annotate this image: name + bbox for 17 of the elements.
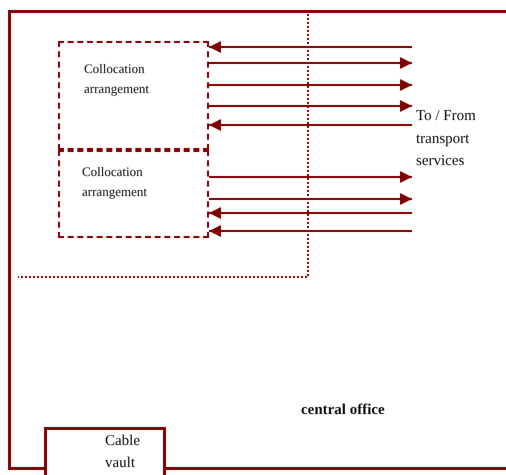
arrow [209, 119, 412, 131]
vault-box [44, 427, 166, 475]
label-text: To / From transport services [416, 107, 477, 171]
arrow [209, 207, 412, 219]
label-text: central office [301, 401, 385, 420]
arrow [209, 57, 412, 69]
arrow [209, 100, 412, 112]
arrow [209, 225, 412, 237]
collocation-box [58, 41, 209, 150]
arrow [209, 171, 412, 183]
arrow [209, 41, 412, 53]
label-text: Collocation arrangement [84, 60, 150, 98]
label-text: Collocation arrangement [82, 163, 148, 201]
arrow [209, 193, 412, 205]
collocation-box [58, 150, 209, 238]
arrow [209, 79, 412, 91]
label-text: Cable vault [105, 432, 141, 473]
